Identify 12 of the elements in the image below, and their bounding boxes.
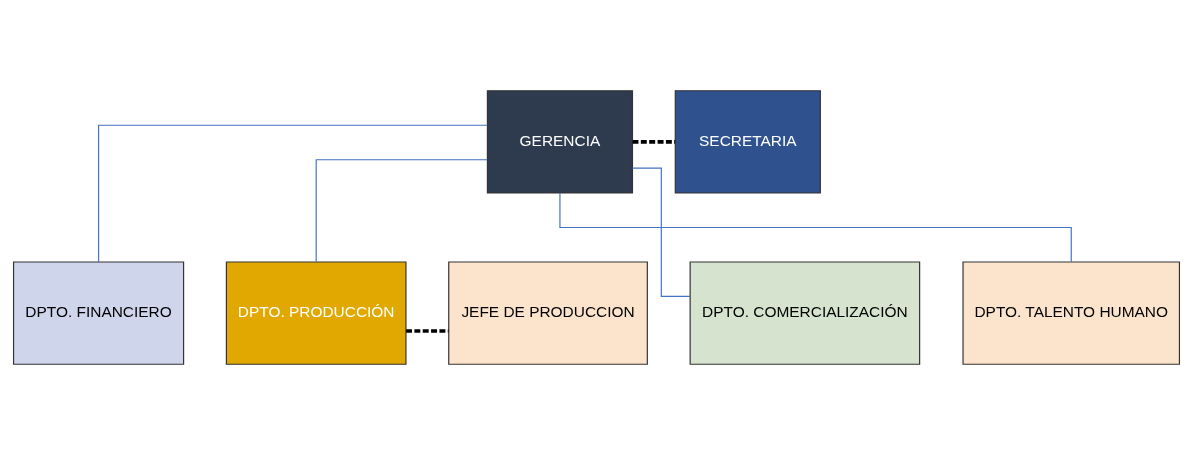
connector xyxy=(632,140,676,144)
node-box: DPTO. FINANCIERO xyxy=(12,261,185,365)
node-box: SECRETARIA xyxy=(674,90,821,194)
node-box: DPTO. TALENTO HUMANO xyxy=(962,261,1181,365)
connector xyxy=(631,167,691,298)
node-box: DPTO. PRODUCCIÓN xyxy=(225,261,407,365)
connector xyxy=(315,159,488,263)
node-box: JEFE DE PRODUCCION xyxy=(448,261,648,365)
connector xyxy=(97,124,488,263)
node-box: DPTO. COMERCIALIZACIÓN xyxy=(689,261,921,365)
node-box: GERENCIA xyxy=(486,90,634,194)
connector xyxy=(559,192,1072,263)
